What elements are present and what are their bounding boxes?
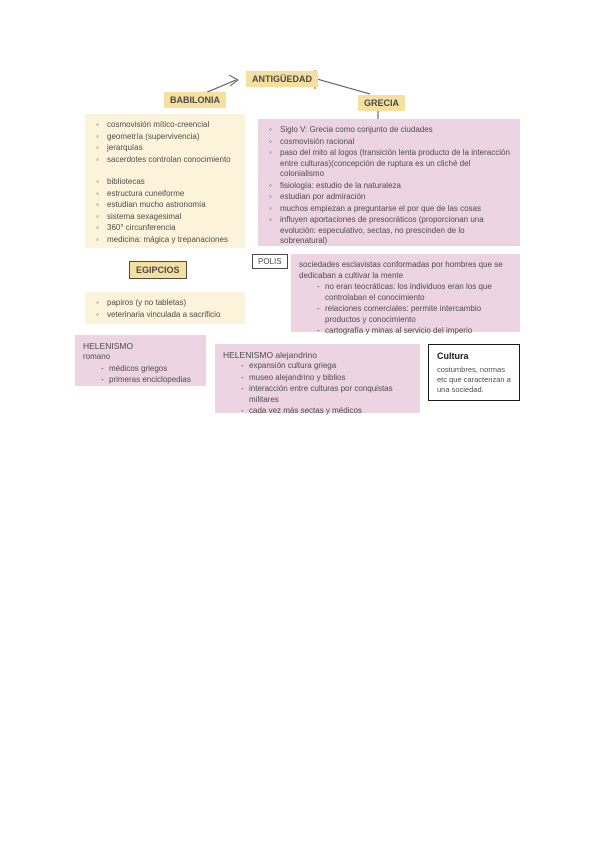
- helenismo-romano-title: HELENISMO: [83, 341, 134, 351]
- cultura-body: costumbres, normas etc que caracterizan …: [437, 364, 511, 395]
- list-item: bibliotecas: [93, 177, 237, 188]
- grecia-content-box: Siglo V: Grecia como conjunto de ciudade…: [258, 119, 520, 246]
- egipcios-content-box: papiros (y no tabletas) veterinaria vinc…: [85, 292, 245, 324]
- egipcios-list: papiros (y no tabletas) veterinaria vinc…: [93, 298, 237, 320]
- list-item: paso del mito al logos (transición lenta…: [266, 148, 512, 180]
- connector-antiguedad-grecia: [316, 78, 371, 95]
- list-item: estructura cuneiforme: [93, 189, 237, 200]
- node-egipcios: EGIPCIOS: [129, 261, 187, 279]
- node-grecia: GRECIA: [358, 95, 406, 111]
- babilonia-content-box: cosmovisión mítico-creencial geometría (…: [85, 114, 245, 248]
- babilonia-list-2: bibliotecas estructura cuneiforme estudi…: [93, 177, 237, 245]
- polis-intro: sociedades esclavistas conformadas por h…: [299, 260, 503, 280]
- list-item: interacción entre culturas por conquista…: [237, 384, 412, 405]
- list-item: estudian mucho astronomía: [93, 200, 237, 211]
- list-item: museo alejandrino y biblios: [237, 373, 412, 384]
- list-item: muchos empiezan a preguntarse el por que…: [266, 204, 512, 215]
- node-babilonia: BABILONIA: [164, 92, 226, 108]
- babilonia-list-1: cosmovisión mítico-creencial geometría (…: [93, 120, 237, 165]
- helenismo-romano-list: médicos griegos primeras enciclopedias: [97, 364, 198, 386]
- node-polis: POLIS: [252, 254, 288, 269]
- cultura-box: Cultura costumbres, normas etc que carac…: [428, 344, 520, 401]
- list-item: cada vez más sectas y médicos: [237, 406, 412, 417]
- list-item: medicina: mágica y trepanaciones: [93, 235, 237, 246]
- grecia-list: Siglo V: Grecia como conjunto de ciudade…: [266, 125, 512, 247]
- node-antiguedad: ANTIGÜEDAD: [246, 71, 318, 87]
- cultura-title: Cultura: [437, 351, 469, 361]
- list-item: expansión cultura griega: [237, 361, 412, 372]
- polis-content-box: sociedades esclavistas conformadas por h…: [291, 254, 520, 336]
- list-item: primeras enciclopedias: [97, 375, 198, 386]
- list-item: no eran teocráticas: los individuos eran…: [313, 282, 512, 303]
- list-item: cosmovisión mítico-creencial: [93, 120, 237, 131]
- polis-list: no eran teocráticas: los individuos eran…: [313, 282, 512, 337]
- list-item: cartografía y minas al servicio del impe…: [313, 326, 512, 337]
- helenismo-romano-subtitle: romano: [83, 352, 111, 362]
- list-item: jerarquías: [93, 143, 237, 154]
- list-item: fisiología: estudio de la naturaleza: [266, 181, 512, 192]
- list-item: influyen aportaciones de presocráticos (…: [266, 215, 512, 247]
- list-item: cosmovisión racional: [266, 137, 512, 148]
- list-item: relaciones comerciales: permite intercam…: [313, 304, 512, 325]
- list-item: 360° circunferencia: [93, 223, 237, 234]
- helenismo-alejandrino-title: HELENISMO alejandrino: [223, 350, 318, 360]
- arrowhead-icon: [228, 74, 239, 87]
- list-item: geometría (supervivencia): [93, 132, 237, 143]
- list-item: médicos griegos: [97, 364, 198, 375]
- helenismo-alejandrino-list: expansión cultura griega museo alejandri…: [237, 361, 412, 417]
- helenismo-romano-box: HELENISMO romano médicos griegos primera…: [75, 335, 206, 386]
- helenismo-alejandrino-box: HELENISMO alejandrino expansión cultura …: [215, 344, 420, 417]
- list-item: estudian por admiración: [266, 192, 512, 203]
- list-item: Siglo V: Grecia como conjunto de ciudade…: [266, 125, 512, 136]
- list-item: sistema sexagesimal: [93, 212, 237, 223]
- list-item: papiros (y no tabletas): [93, 298, 237, 309]
- list-item: veterinaria vinculada a sacrificio: [93, 310, 237, 321]
- list-item: sacerdotes controlan conocimiento: [93, 155, 237, 166]
